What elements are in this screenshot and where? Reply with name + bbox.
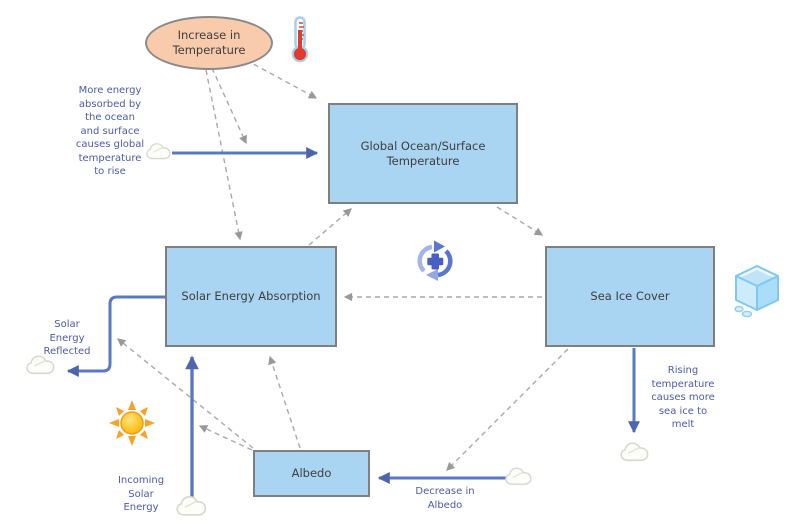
connector-solar-absorption-to-ocean[interactable] (308, 208, 352, 246)
connector-ocean-to-sea-ice[interactable] (496, 206, 544, 236)
flow-solar-energy-reflected[interactable] (66, 295, 165, 377)
node-solar-energy-absorption[interactable]: Solar Energy Absorption (165, 246, 337, 347)
thermometer-icon[interactable] (287, 15, 313, 63)
connector-increase-to-more-energy-arrow[interactable] (211, 67, 247, 145)
connector-increase-to-solar-absorption[interactable] (205, 69, 243, 241)
node-global-ocean-surface-temperature[interactable]: Global Ocean/Surface Temperature (328, 103, 518, 204)
node-label: Global Ocean/Surface Temperature (360, 138, 486, 168)
cloud-icon[interactable] (175, 492, 208, 518)
connector-sea-ice-to-decrease-albedo-arrow[interactable] (446, 348, 569, 471)
sun-icon[interactable] (106, 398, 158, 448)
node-label: Solar Energy Absorption (181, 289, 321, 303)
node-label: Albedo (291, 466, 332, 480)
connector-increase-to-ocean[interactable] (245, 59, 318, 99)
annotation-incoming-solar-energy[interactable]: Incoming Solar Energy (117, 475, 165, 513)
node-label: Increase in Temperature (172, 28, 246, 57)
annotation-solar-energy-reflected[interactable]: Solar Energy Reflected (43, 319, 91, 357)
node-sea-ice-cover[interactable]: Sea Ice Cover (545, 246, 715, 347)
positive-feedback-loop-icon[interactable] (412, 237, 458, 285)
connector-albedo-to-solar-absorption[interactable] (268, 355, 301, 449)
cloud-icon[interactable] (145, 140, 172, 161)
cloud-icon[interactable] (504, 464, 533, 487)
cloud-icon[interactable] (619, 439, 650, 463)
annotation-decrease-in-albedo[interactable]: Decrease in Albedo (415, 486, 475, 511)
node-albedo[interactable]: Albedo (253, 450, 370, 497)
cloud-icon[interactable] (25, 352, 56, 376)
annotation-more-energy[interactable]: More energy absorbed by the ocean and su… (75, 85, 145, 177)
connector-albedo-to-incoming-arrow[interactable] (198, 425, 253, 451)
node-label: Sea Ice Cover (590, 289, 670, 303)
annotation-rising-temperature[interactable]: Rising temperature causes more sea ice t… (651, 365, 715, 430)
ice-cube-icon[interactable] (732, 262, 782, 318)
connector-albedo-to-reflected-arrow[interactable] (117, 338, 254, 449)
node-increase-in-temperature[interactable]: Increase in Temperature (145, 16, 273, 70)
